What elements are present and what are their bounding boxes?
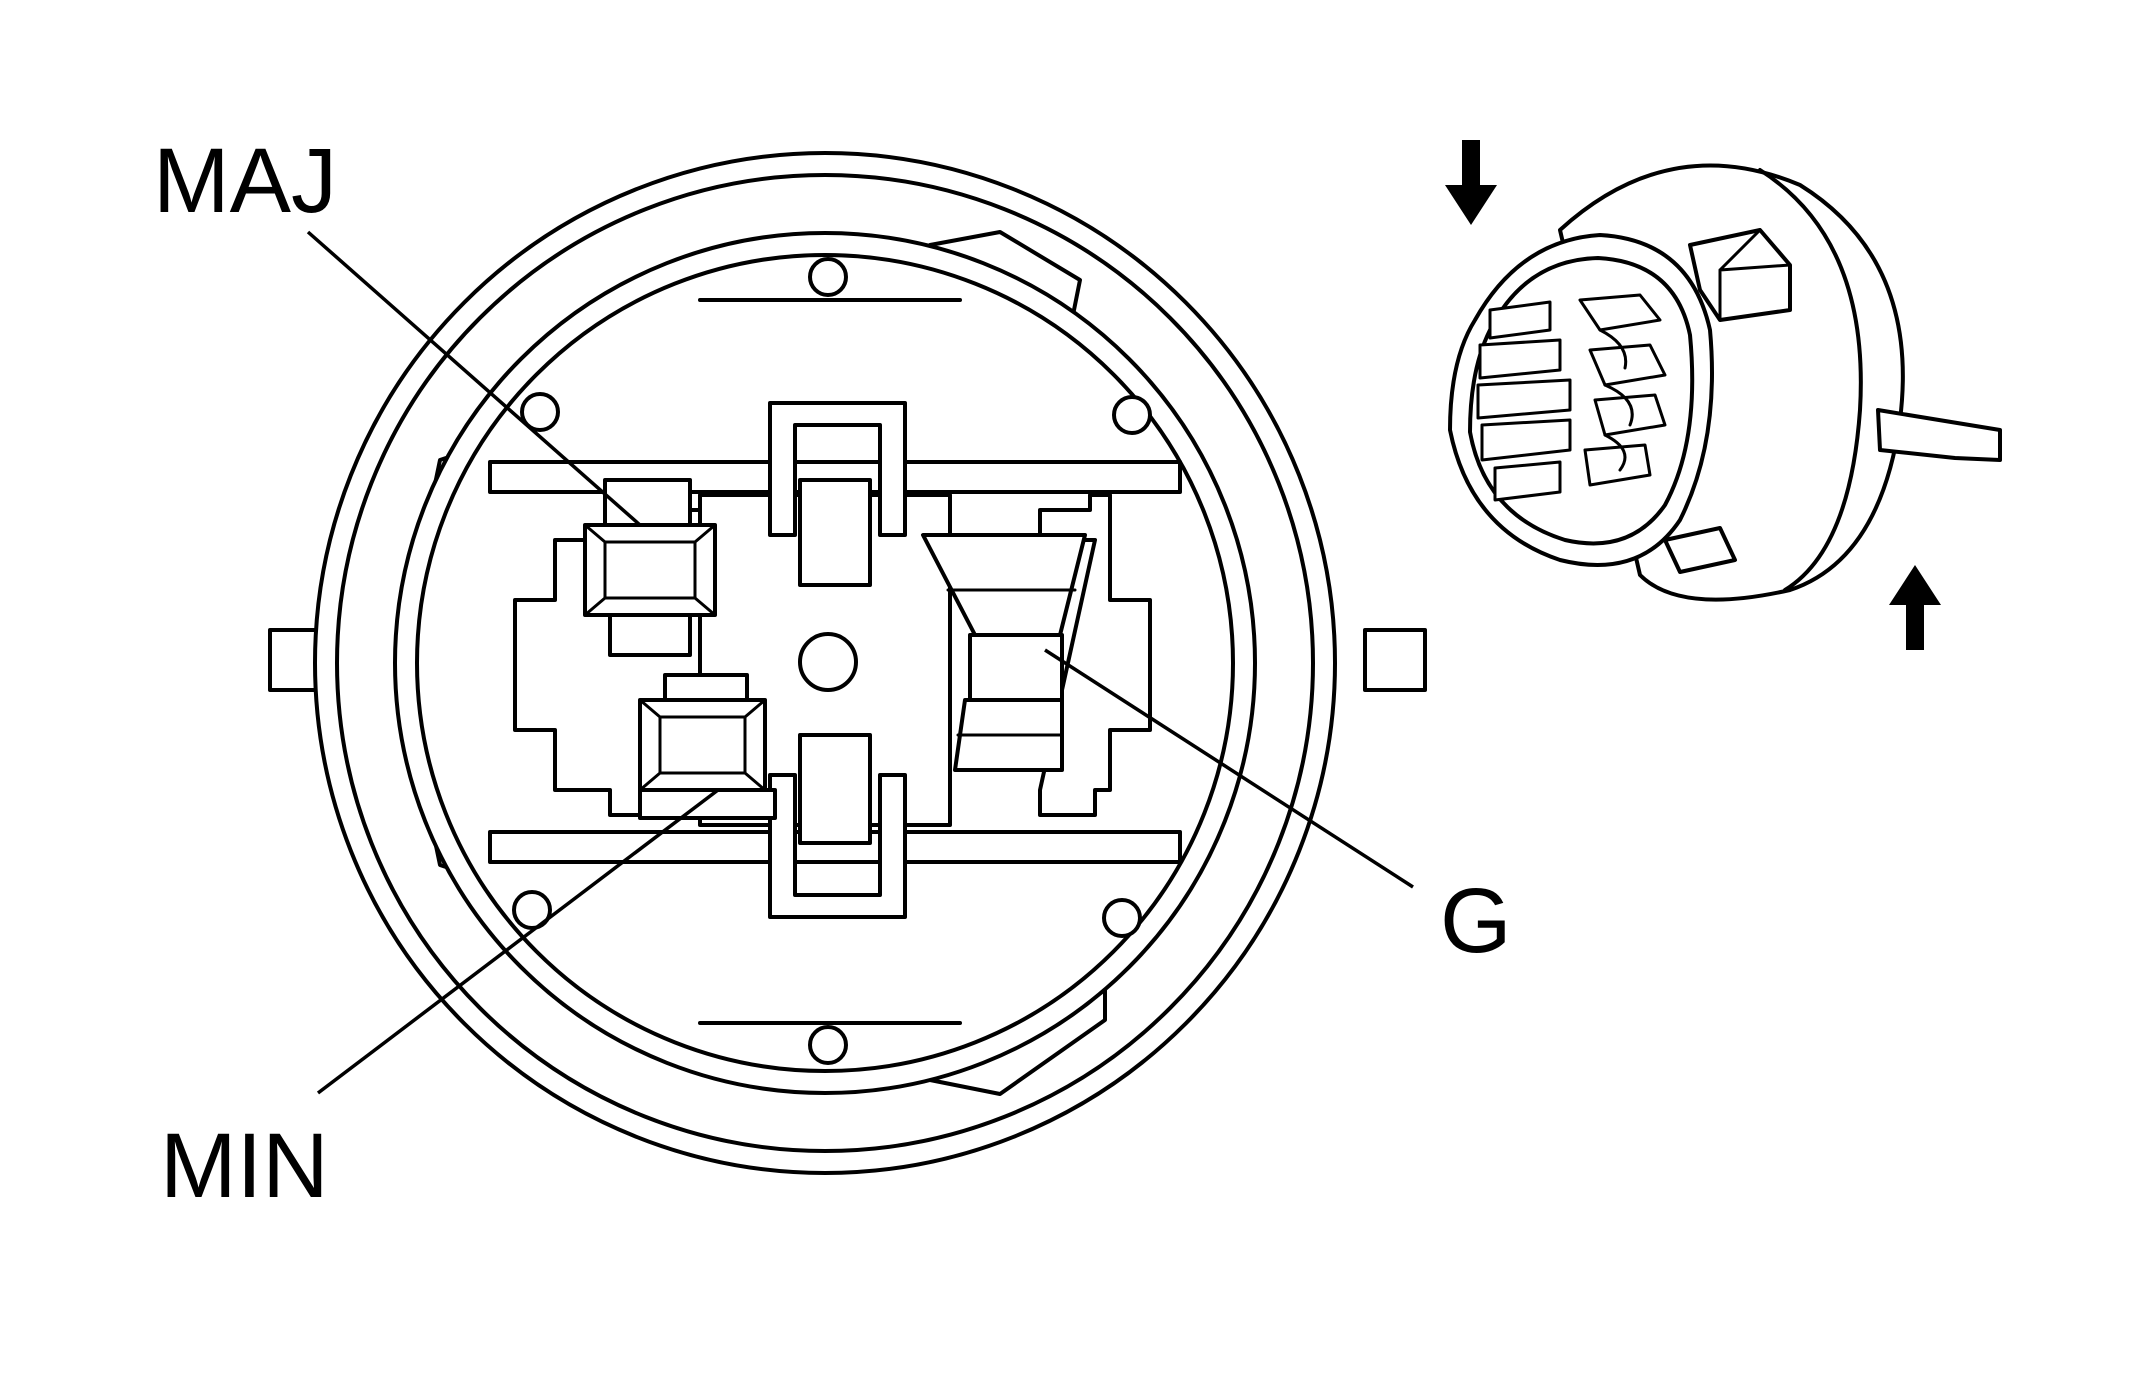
right-housing xyxy=(1038,493,1152,817)
contact-spring-2 xyxy=(1588,343,1667,387)
locating-pin-top xyxy=(808,257,848,297)
locating-pin-bottom xyxy=(808,1025,848,1065)
locating-pin-lower-right xyxy=(1102,898,1142,938)
contact-blade-5 xyxy=(1493,460,1562,502)
min-terminal-inner xyxy=(658,715,747,775)
socket-perspective-view xyxy=(1448,163,2002,602)
contact-spring-curves xyxy=(1598,328,1634,472)
maj-terminal-inner xyxy=(603,540,697,600)
maj-label: MAJ xyxy=(153,130,337,232)
maj-leader-line xyxy=(306,230,642,527)
down-arrow-icon xyxy=(1445,140,1497,225)
min-leader-line xyxy=(316,788,720,1095)
bottom-bracket xyxy=(768,773,907,919)
leader-lines xyxy=(306,230,1414,1095)
center-hole xyxy=(798,632,858,692)
front-housing-lip xyxy=(1468,256,1695,546)
right-tab xyxy=(1363,628,1427,692)
contact-blade-3 xyxy=(1476,378,1572,420)
contact-spring-3 xyxy=(1593,393,1667,437)
locating-pin-upper-right xyxy=(1112,395,1152,435)
socket-front-view xyxy=(268,151,1427,1175)
contact-blade-2 xyxy=(1478,338,1562,380)
contact-spring-4 xyxy=(1583,443,1652,487)
g-label: G xyxy=(1440,870,1512,972)
g-leader-line xyxy=(1044,648,1414,889)
flange-rim xyxy=(1758,168,1863,592)
contact-blade-4 xyxy=(1480,418,1572,462)
top-bracket xyxy=(768,401,907,537)
handle-tab xyxy=(1876,408,2002,462)
contact-spring-1 xyxy=(1578,293,1662,332)
top-contact-block xyxy=(798,478,872,587)
maj-terminal-base xyxy=(608,613,692,657)
min-terminal-bevel xyxy=(638,698,767,792)
locating-pin-lower-left xyxy=(512,890,552,930)
outer-ring-inner-edge xyxy=(335,173,1315,1153)
g-terminal-center xyxy=(968,633,1064,702)
locating-pin-upper-left xyxy=(520,392,560,432)
up-arrow-icon xyxy=(1889,565,1941,650)
maj-terminal-bevel xyxy=(583,523,717,617)
contact-blade-1 xyxy=(1488,300,1552,340)
seat-ring-inner-edge xyxy=(415,253,1235,1073)
bottom-contact-block xyxy=(798,733,872,845)
bottom-lug-block xyxy=(1663,526,1737,574)
top-lug-edges xyxy=(1718,228,1792,322)
min-terminal-base xyxy=(638,788,777,820)
min-label: MIN xyxy=(160,1115,329,1217)
